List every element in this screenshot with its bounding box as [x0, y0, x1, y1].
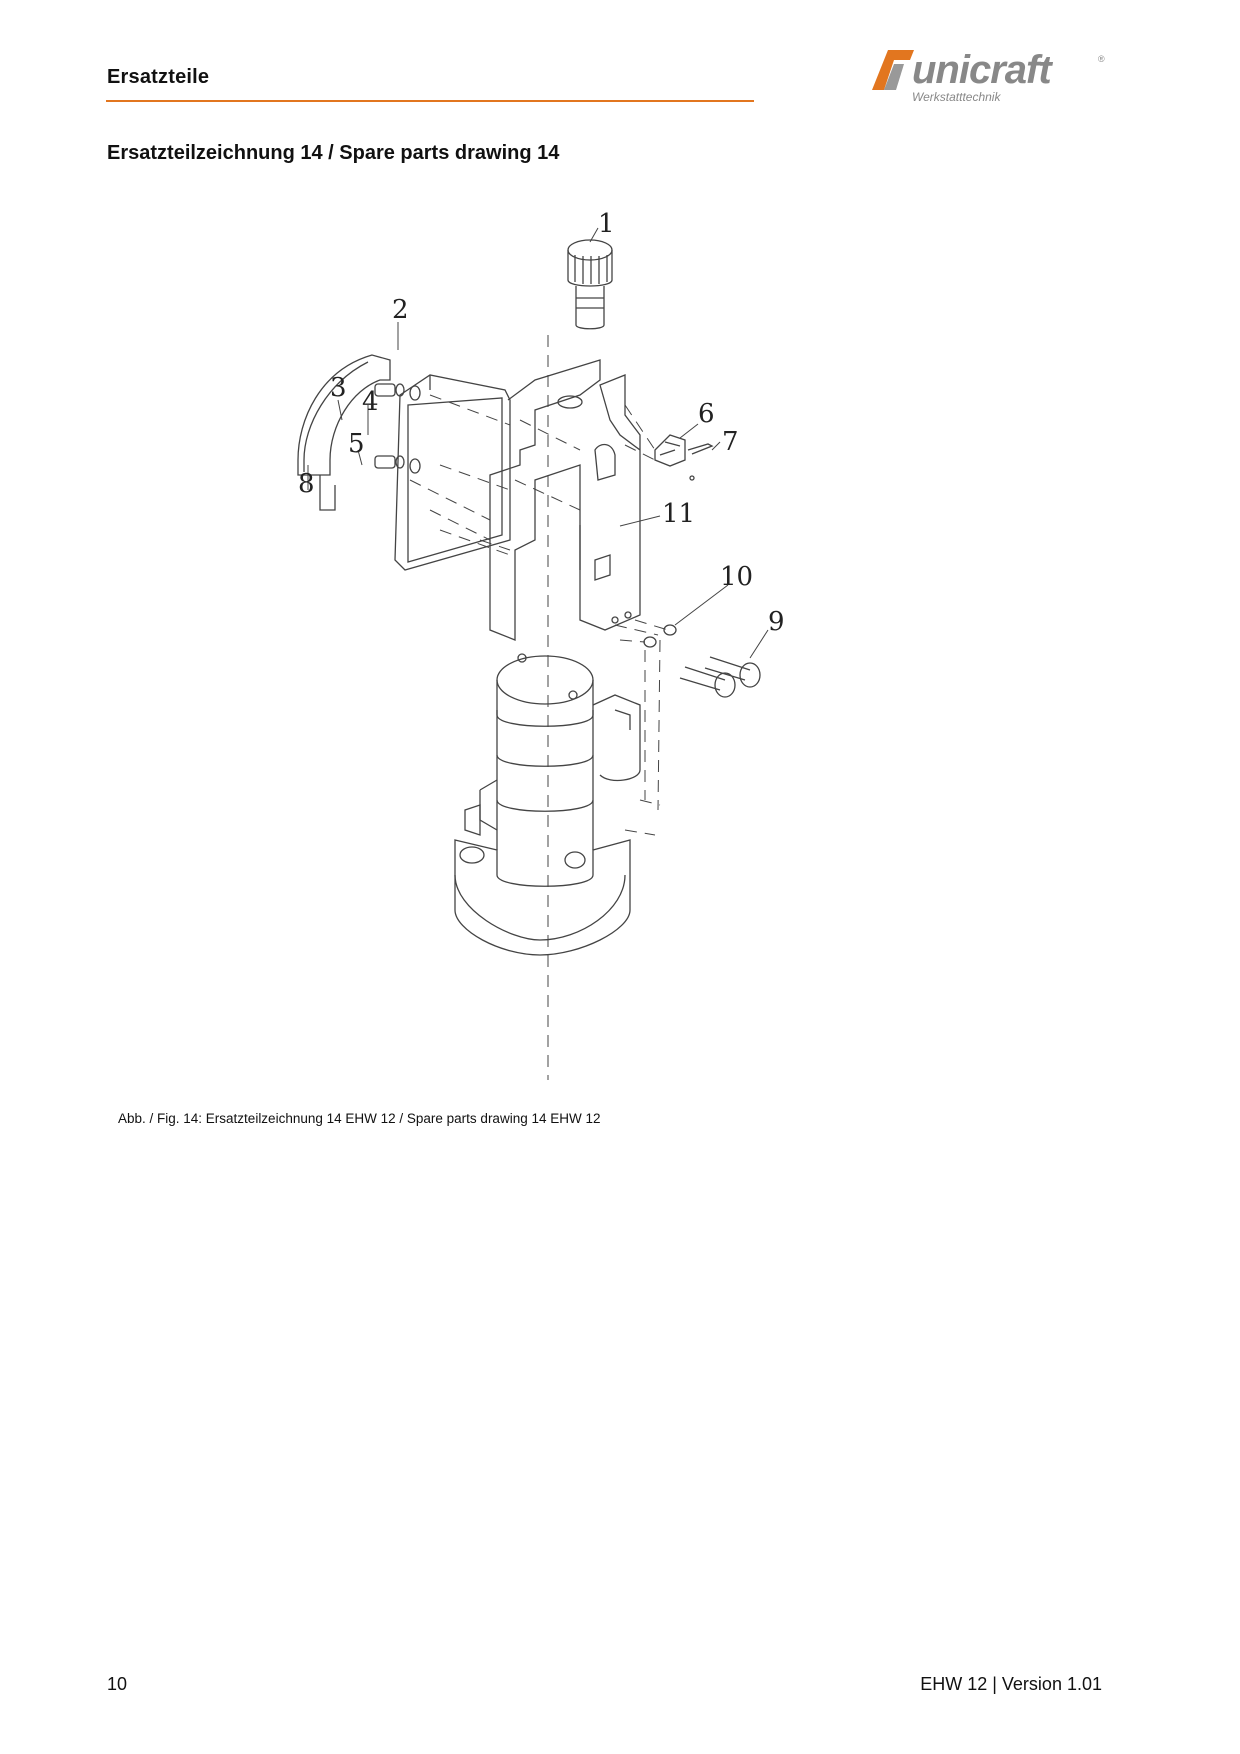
logo-subtitle: Werkstatttechnik [912, 90, 1001, 104]
callout-4: 4 [362, 387, 379, 417]
callout-leaders [307, 227, 769, 659]
header-rule [106, 100, 754, 102]
callout-11: 11 [662, 499, 695, 529]
page-number: 10 [107, 1674, 128, 1694]
callout-labels: 1 2 3 4 5 6 7 8 9 10 11 [298, 209, 785, 637]
callout-7: 7 [722, 427, 739, 457]
part-3-5-fasteners [374, 383, 421, 474]
header-title: Ersatzteile [107, 66, 210, 88]
spare-parts-drawing: 1 2 3 4 5 6 7 8 9 10 11 [280, 209, 900, 1080]
logo-wordmark: unicraft [912, 48, 1052, 92]
motor-pump-unit [454, 653, 641, 956]
callout-10: 10 [720, 562, 753, 592]
part-8-bracket [297, 354, 391, 511]
figure-caption: Abb. / Fig. 14: Ersatzteilzeichnung 14 E… [118, 1111, 601, 1126]
brand-logo: unicraft ® Werkstatttechnik [870, 44, 1110, 110]
callout-5: 5 [348, 429, 365, 459]
callout-3: 3 [330, 373, 347, 403]
document-version: EHW 12 | Version 1.01 [920, 1674, 1102, 1694]
callout-9: 9 [768, 607, 785, 637]
part-1-filler-cap [567, 239, 613, 330]
callout-8: 8 [298, 469, 315, 499]
part-9-10-bolts [643, 624, 761, 698]
section-title: Ersatzteilzeichnung 14 / Spare parts dra… [107, 142, 560, 164]
callout-2: 2 [392, 295, 409, 325]
callout-6: 6 [698, 399, 715, 429]
callout-1: 1 [598, 210, 615, 239]
unicraft-logo-icon [872, 50, 914, 90]
part-11-frame [489, 359, 641, 641]
logo-registered-mark: ® [1098, 54, 1105, 64]
part-6-7-switch [654, 434, 714, 481]
assembly-guide-lines [409, 335, 669, 1080]
part-2-cover [394, 374, 511, 571]
